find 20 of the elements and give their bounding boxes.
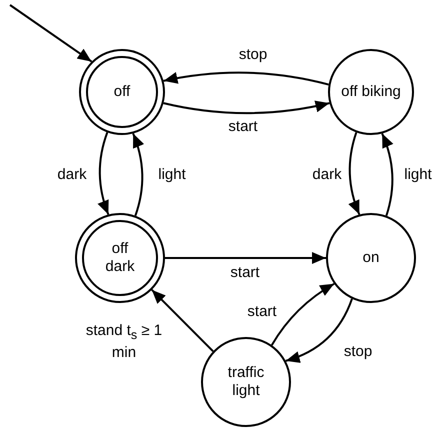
state-label: off biking: [340, 83, 402, 101]
state-label: traffic light: [226, 364, 266, 400]
state-label: off dark: [104, 240, 136, 276]
transition-arrow: [151, 289, 214, 352]
transition-arrow: [163, 72, 329, 86]
state-label: off: [112, 83, 132, 101]
transition-arrow: [348, 132, 360, 215]
transition-arrow: [9, 4, 92, 62]
edge-label: light: [156, 166, 188, 184]
edge-label: light: [402, 166, 434, 184]
edge-label: stop: [236, 46, 270, 64]
transition-arrow: [163, 100, 330, 114]
transition-arrow: [98, 132, 110, 215]
transition-arrow: [270, 282, 335, 346]
transition-arrow: [381, 133, 394, 216]
state-label: on: [362, 249, 380, 267]
transition-arrow: [132, 133, 144, 216]
edge-label: stop: [342, 343, 374, 361]
transition-arrow: [285, 298, 353, 362]
transition-arrow: [165, 252, 326, 264]
